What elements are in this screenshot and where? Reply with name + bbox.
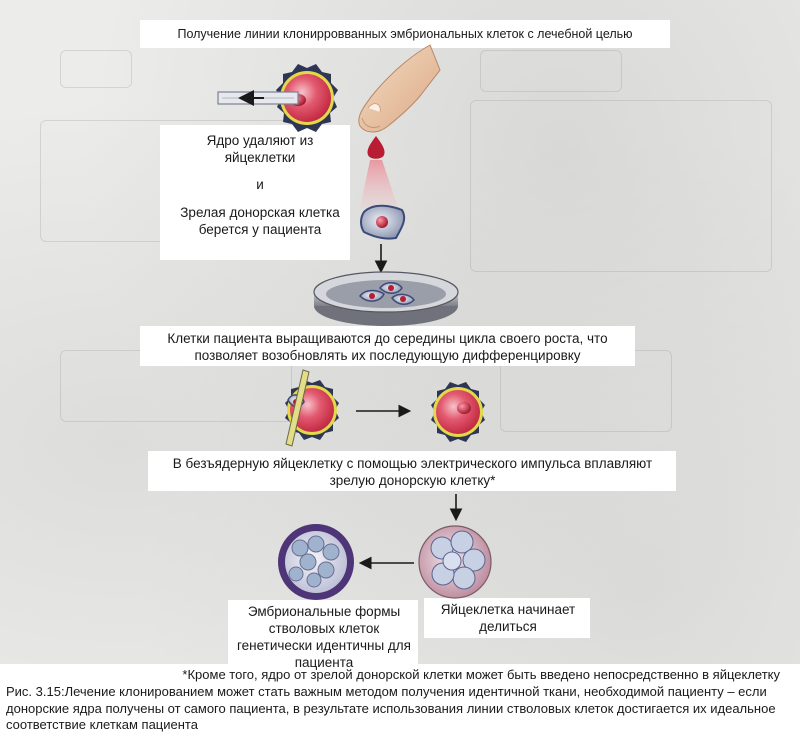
enucleated-egg-with-needle-icon — [285, 369, 339, 447]
nucleus-removed-label: Ядро удаляют из яйцеклетки — [206, 133, 314, 165]
ghost-box — [480, 50, 622, 92]
text-panel-culture — [140, 326, 635, 366]
petri-dish-icon — [313, 271, 459, 326]
and-label: и — [256, 177, 264, 192]
text-panel-bottom-right — [424, 598, 590, 638]
text-panel-fusion — [148, 451, 676, 491]
donor-cell-label: Зрелая донорская клетка берется у пациен… — [180, 205, 340, 237]
fused-egg-icon — [431, 382, 485, 442]
ghost-box — [60, 50, 132, 88]
title-panel — [140, 20, 670, 48]
text-panel-bottom-left — [228, 600, 418, 670]
text-panel-left — [160, 125, 350, 260]
dividing-embryo-icon — [418, 525, 492, 599]
fusion-label: В безъядерную яйцеклетку с помощью элект… — [172, 456, 653, 488]
figure-title: Получение линии клонирровванных эмбриона… — [177, 27, 633, 41]
stem-cells-icon — [278, 524, 354, 600]
blood-beam — [360, 160, 398, 208]
ghost-box — [470, 100, 772, 272]
blood-drop-icon — [367, 136, 385, 159]
culture-label: Клетки пациента выращиваются до середины… — [167, 331, 608, 363]
footnote: *Кроме того, ядро от зрелой донорской кл… — [182, 667, 780, 682]
finger-icon — [358, 44, 441, 133]
text-panel-caption — [0, 664, 800, 740]
figure-caption: Рис. 3.15:Лечение клонированием может ст… — [6, 684, 776, 732]
egg-with-pipette-icon — [217, 64, 338, 132]
donor-cell-icon — [360, 204, 406, 240]
division-label: Яйцеклетка начинает делиться — [440, 602, 576, 634]
stem-cells-label: Эмбриональные формы стволовых клеток ген… — [237, 604, 411, 670]
